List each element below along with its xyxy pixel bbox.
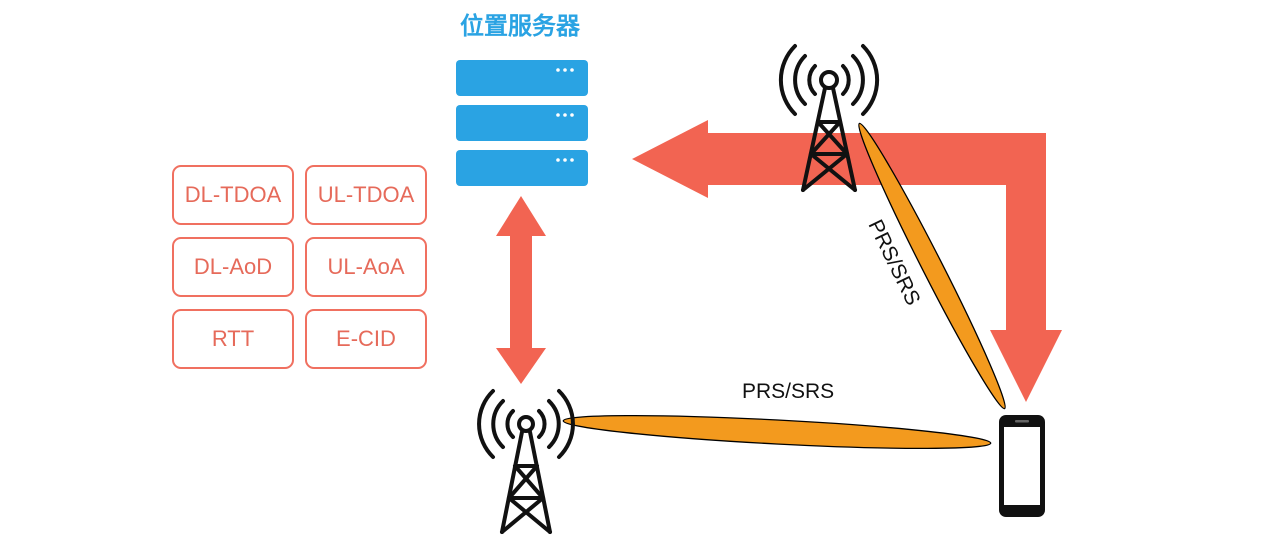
method-box-ul-tdoa: UL-TDOA [305, 165, 427, 225]
double-arrow-icon [496, 196, 546, 384]
server-icon [456, 60, 588, 186]
cell-tower-icon [778, 44, 880, 192]
horizontal-beam [562, 414, 992, 450]
method-box-ul-aoa: UL-AoA [305, 237, 427, 297]
method-box-e-cid: E-CID [305, 309, 427, 369]
method-box-dl-aod: DL-AoD [172, 237, 294, 297]
cell-tower-icon [477, 389, 575, 534]
diagonal-beam [858, 122, 1006, 410]
smartphone-icon [999, 415, 1045, 517]
bottom-link-label: PRS/SRS [742, 380, 834, 403]
server-title: 位置服务器 [460, 12, 580, 40]
method-box-dl-tdoa: DL-TDOA [172, 165, 294, 225]
method-box-rtt: RTT [172, 309, 294, 369]
